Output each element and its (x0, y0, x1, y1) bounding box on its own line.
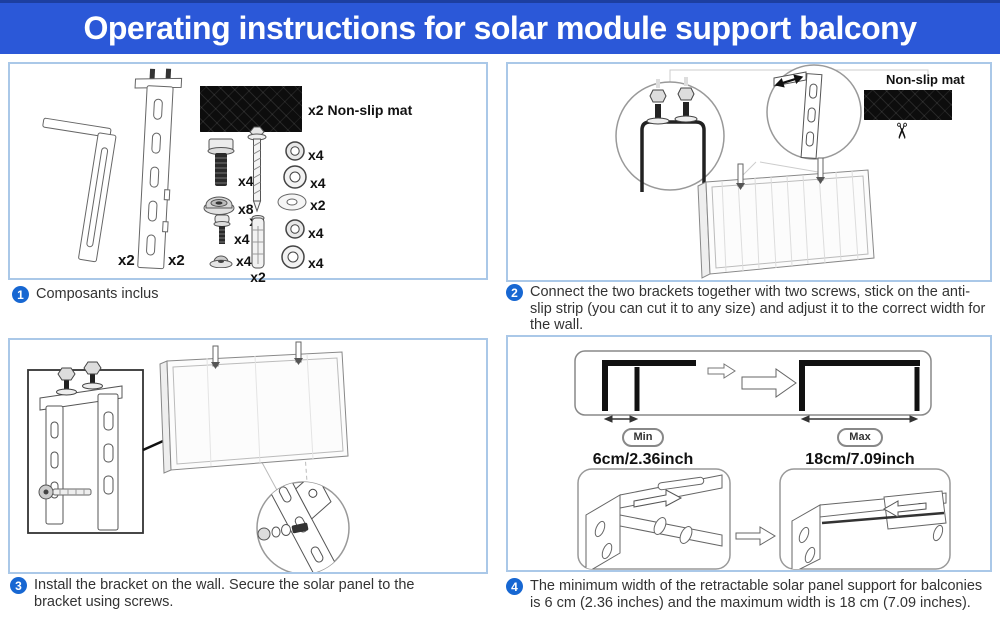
mat-label: Non-slip mat (886, 72, 965, 87)
step-1-text: Composants inclus (36, 286, 159, 302)
panel-install (8, 338, 488, 574)
step-3-text: Install the bracket on the wall. Secure … (34, 577, 415, 610)
min-width-group: Min 6cm/2.36inch (563, 427, 723, 469)
min-badge: Min (621, 428, 665, 447)
washer-icon (281, 245, 305, 269)
cap-nut-icon (203, 196, 235, 215)
hex-nut-icon (285, 219, 305, 239)
quantity-label: x2 (310, 197, 326, 213)
quantity-label: x4 (234, 231, 250, 247)
hardware-item: x4 (284, 218, 324, 240)
non-slip-mat-strip (864, 90, 952, 120)
hardware-item: x4 (212, 214, 250, 246)
bracket-left-quantity: x2 (118, 252, 135, 269)
non-slip-mat-image (200, 86, 302, 132)
quantity-label: x2 (250, 269, 266, 285)
step-caption-1: 1 Composants inclus (12, 286, 472, 303)
hardware-item: x2 (250, 212, 266, 284)
expansion-anchor-icon (251, 215, 265, 269)
scissors-icon: ✂ (889, 121, 915, 141)
brackets-drawing (42, 68, 183, 270)
hardware-item: x4 (282, 164, 326, 190)
hardware-item: x4 (208, 252, 252, 268)
hardware-item: x4 (284, 140, 324, 162)
page-title: Operating instructions for solar module … (83, 10, 917, 46)
min-value: 6cm/2.36inch (592, 451, 694, 468)
width-range-drawing (574, 350, 951, 570)
hex-bolt-icon (207, 138, 235, 187)
hex-nut-icon (285, 141, 305, 161)
flat-washer-icon (277, 193, 307, 211)
install-drawing (27, 341, 350, 572)
hardware-item: x8 (202, 190, 254, 216)
quantity-label: x4 (238, 173, 254, 189)
connect-drawing (615, 64, 929, 279)
step-4-badge: 4 (506, 578, 523, 595)
max-value: 18cm/7.09inch (805, 451, 915, 468)
pan-head-bolt-icon (213, 214, 231, 245)
max-badge: Max (837, 428, 883, 447)
step-caption-4: 4 The minimum width of the retractable s… (506, 578, 984, 611)
step-1-badge: 1 (12, 286, 29, 303)
step-4-text: The minimum width of the retractable sol… (530, 578, 983, 611)
quantity-label: x4 (308, 225, 324, 241)
hardware-item: x2 (276, 192, 326, 212)
flange-nut-icon (209, 255, 233, 268)
quantity-label: x4 (310, 175, 326, 191)
mat-quantity-label: x2 Non-slip mat (308, 102, 413, 118)
washer-icon (283, 165, 307, 189)
step-3-badge: 3 (10, 577, 27, 594)
quantity-label: x4 (308, 255, 324, 271)
max-width-group: Max 18cm/7.09inch (780, 427, 940, 469)
hardware-item: x4 (206, 136, 254, 188)
step-caption-2: 2 Connect the two brackets together with… (506, 284, 986, 334)
step-caption-3: 3 Install the bracket on the wall. Secur… (10, 577, 450, 610)
quantity-label: x4 (308, 147, 324, 163)
title-banner: Operating instructions for solar module … (0, 0, 1000, 54)
hardware-item: x4 (280, 244, 324, 270)
quantity-label: x8 (238, 201, 254, 217)
panel-components: x2 x2 x2 Non-slip mat x4 x2 x4 x4 x8 x2 (8, 62, 488, 284)
quantity-label: x4 (236, 253, 252, 269)
bracket-right-quantity: x2 (168, 252, 185, 269)
step-2-text: Connect the two brackets together with t… (530, 284, 986, 334)
panel-width-range: Min 6cm/2.36inch Max 18cm/7.09inch (506, 335, 992, 572)
panel-connect: Non-slip mat ✂ (506, 62, 992, 282)
step-2-badge: 2 (506, 284, 523, 301)
